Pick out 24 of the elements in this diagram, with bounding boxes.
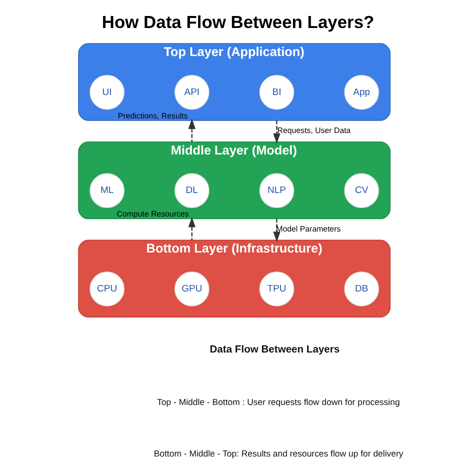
arrow bbox=[188, 216, 196, 240]
node-circle: DB bbox=[344, 272, 379, 306]
node-circle: DL bbox=[174, 173, 209, 208]
node-circle: UI bbox=[89, 74, 124, 110]
label: Top - Middle - Bottom : User requests flow down for processing bbox=[156, 396, 400, 407]
node-circle: CPU bbox=[89, 272, 124, 306]
edge-label: Predictions, Results bbox=[117, 111, 188, 120]
node-circle: TPU bbox=[258, 272, 294, 306]
edge-label: Compute Resources bbox=[116, 210, 188, 219]
diagram-title: How Data Flow Between Layers? bbox=[101, 12, 374, 32]
node-circle: App bbox=[344, 74, 379, 110]
edge-label: Requests, User Data bbox=[276, 126, 350, 136]
arrow bbox=[272, 218, 280, 242]
label: Bottom - Middle - Top: Results and resources flow up for delivery bbox=[153, 448, 403, 458]
node-circle: GPU bbox=[174, 272, 209, 306]
edge-label: Model Parameters bbox=[276, 224, 340, 234]
node-circle: API bbox=[174, 74, 209, 110]
arrow bbox=[272, 120, 280, 144]
node-circle: NLP bbox=[258, 173, 294, 208]
label: Data Flow Between Layers bbox=[209, 344, 340, 356]
arrow bbox=[188, 118, 196, 142]
node-circle: ML bbox=[89, 173, 124, 208]
node-circle: CV bbox=[344, 173, 379, 208]
node-circle: BI bbox=[258, 74, 294, 110]
